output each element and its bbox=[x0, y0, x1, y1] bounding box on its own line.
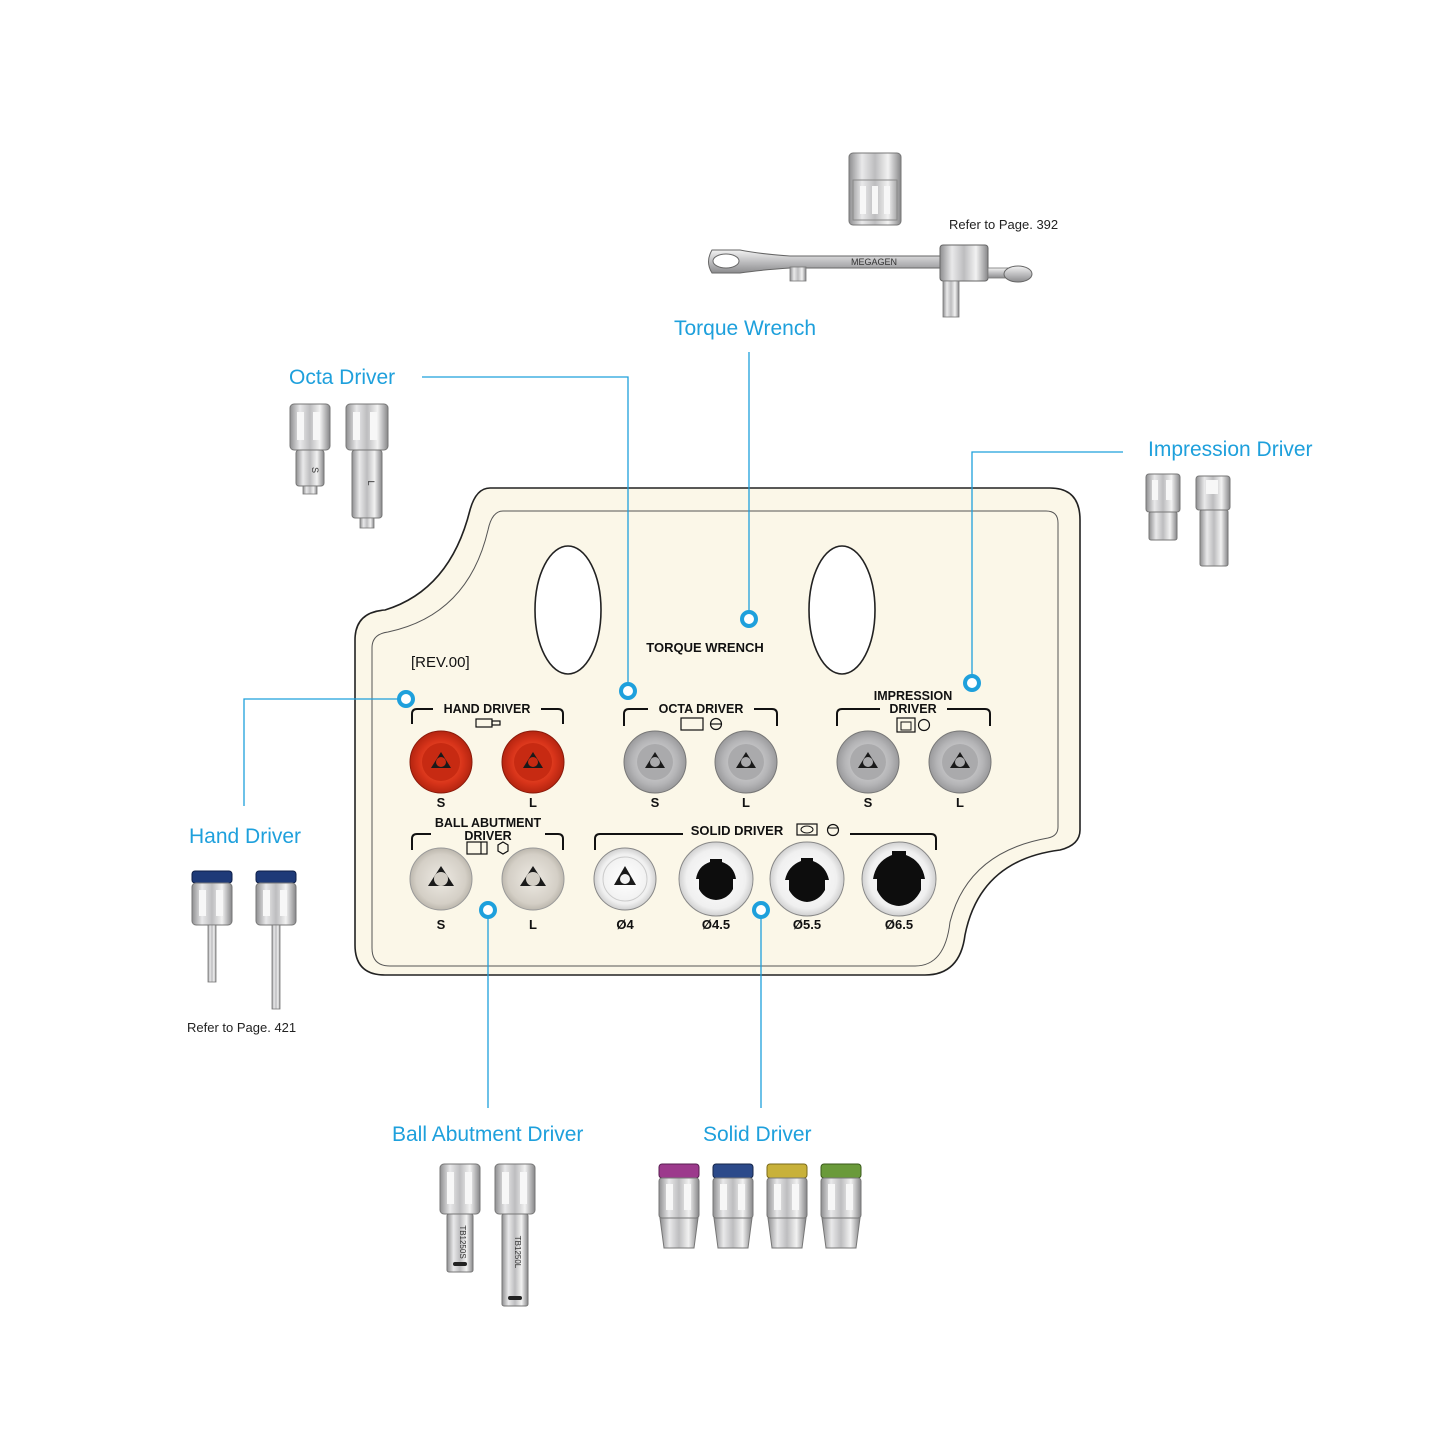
socket-solid-4-5 bbox=[678, 841, 754, 917]
marker-torque-wrench bbox=[740, 610, 758, 628]
impression-driver-tray-label-1: IMPRESSION bbox=[874, 689, 953, 703]
ball-s-mark: TB1250S bbox=[458, 1225, 467, 1258]
ball-abutment-section: BALL ABUTMENT DRIVER bbox=[411, 816, 564, 855]
marker-ball-abutment-driver bbox=[479, 901, 497, 919]
callout-hand-driver: Hand Driver bbox=[189, 825, 302, 848]
socket-hand-l bbox=[501, 730, 565, 794]
socket-octa-s bbox=[623, 730, 687, 794]
wrench-brand-label: MEGAGEN bbox=[851, 257, 897, 267]
oval-cutout-left bbox=[534, 545, 602, 675]
marker-octa-driver bbox=[619, 682, 637, 700]
octa-driver-tray-label: OCTA DRIVER bbox=[659, 702, 744, 716]
impression-driver-tray-label-2: DRIVER bbox=[889, 702, 936, 716]
hand-s-label: S bbox=[437, 795, 446, 810]
callout-solid-driver: Solid Driver bbox=[703, 1123, 812, 1146]
octa-driver-section: OCTA DRIVER bbox=[623, 702, 778, 731]
octa-l-label: L bbox=[742, 795, 750, 810]
octa-driver-l-illustration: L bbox=[345, 403, 389, 529]
marker-impression-driver bbox=[963, 674, 981, 692]
socket-impression-s bbox=[836, 730, 900, 794]
impression-driver-section: IMPRESSION DRIVER bbox=[836, 689, 991, 733]
socket-impression-l bbox=[928, 730, 992, 794]
octa-driver-icon bbox=[680, 717, 723, 731]
socket-ball-l bbox=[501, 847, 565, 911]
impression-driver-icon bbox=[896, 717, 931, 733]
socket-octa-l bbox=[714, 730, 778, 794]
callout-torque-wrench: Torque Wrench bbox=[674, 317, 817, 340]
solid-size-label: Ø4 bbox=[616, 917, 634, 932]
solid-size-label: Ø4.5 bbox=[702, 917, 730, 932]
solid-driver-5-5-illustration bbox=[766, 1163, 808, 1249]
solid-driver-icon bbox=[796, 823, 840, 837]
octa-l-mark: L bbox=[366, 480, 376, 485]
impression-driver-l-illustration bbox=[1195, 475, 1231, 567]
torque-wrench-adapter bbox=[848, 152, 902, 226]
solid-size-label: Ø6.5 bbox=[885, 917, 913, 932]
oval-cutout-right bbox=[808, 545, 876, 675]
solid-driver-tray-label: SOLID DRIVER bbox=[691, 823, 784, 838]
leader-lines bbox=[243, 352, 1123, 1108]
socket-solid-6-5 bbox=[861, 841, 937, 917]
ball-l-mark: TB1250L bbox=[513, 1236, 522, 1269]
hand-l-label: L bbox=[529, 795, 537, 810]
octa-driver-s-illustration: S bbox=[289, 403, 331, 495]
octa-s-label: S bbox=[651, 795, 660, 810]
callout-octa-driver: Octa Driver bbox=[289, 366, 396, 389]
hand-driver-s-illustration bbox=[191, 870, 233, 983]
marker-solid-driver bbox=[752, 901, 770, 919]
reference-torque-wrench: Refer to Page. 392 bbox=[949, 217, 1059, 232]
socket-hand-s bbox=[409, 730, 473, 794]
socket-ball-s bbox=[409, 847, 473, 911]
solid-driver-4-illustration bbox=[658, 1163, 700, 1249]
torque-wrench-illustration: MEGAGEN bbox=[708, 244, 1033, 318]
ball-abutment-driver-l-illustration: TB1250L bbox=[494, 1163, 536, 1307]
reference-hand-driver: Refer to Page. 421 bbox=[187, 1020, 297, 1035]
ball-abutment-tray-label-1: BALL ABUTMENT bbox=[435, 816, 542, 830]
marker-hand-driver bbox=[397, 690, 415, 708]
torque-wrench-tray-label: TORQUE WRENCH bbox=[646, 640, 763, 655]
solid-size-label: Ø5.5 bbox=[793, 917, 821, 932]
socket-solid-4 bbox=[593, 847, 657, 911]
ball-abutment-icon bbox=[466, 841, 509, 855]
revision-label: [REV.00] bbox=[411, 654, 470, 671]
hand-driver-tray-label: HAND DRIVER bbox=[444, 702, 531, 716]
impression-l-label: L bbox=[956, 795, 964, 810]
solid-driver-6-5-illustration bbox=[820, 1163, 862, 1249]
octa-s-mark: S bbox=[310, 467, 320, 473]
solid-driver-section: SOLID DRIVER bbox=[594, 823, 937, 850]
hand-driver-l-illustration bbox=[255, 870, 297, 1010]
callout-impression-driver: Impression Driver bbox=[1148, 438, 1313, 461]
impression-s-label: S bbox=[864, 795, 873, 810]
callout-ball-abutment-driver: Ball Abutment Driver bbox=[392, 1123, 584, 1146]
ball-l-label: L bbox=[529, 917, 537, 932]
solid-driver-4-5-illustration bbox=[712, 1163, 754, 1249]
hand-driver-icon bbox=[475, 718, 501, 728]
ball-s-label: S bbox=[437, 917, 446, 932]
hand-driver-section: HAND DRIVER bbox=[411, 702, 564, 728]
impression-driver-s-illustration bbox=[1145, 473, 1181, 541]
socket-solid-5-5 bbox=[769, 841, 845, 917]
ball-abutment-driver-s-illustration: TB1250S bbox=[439, 1163, 481, 1273]
ball-abutment-tray-label-2: DRIVER bbox=[464, 829, 511, 843]
